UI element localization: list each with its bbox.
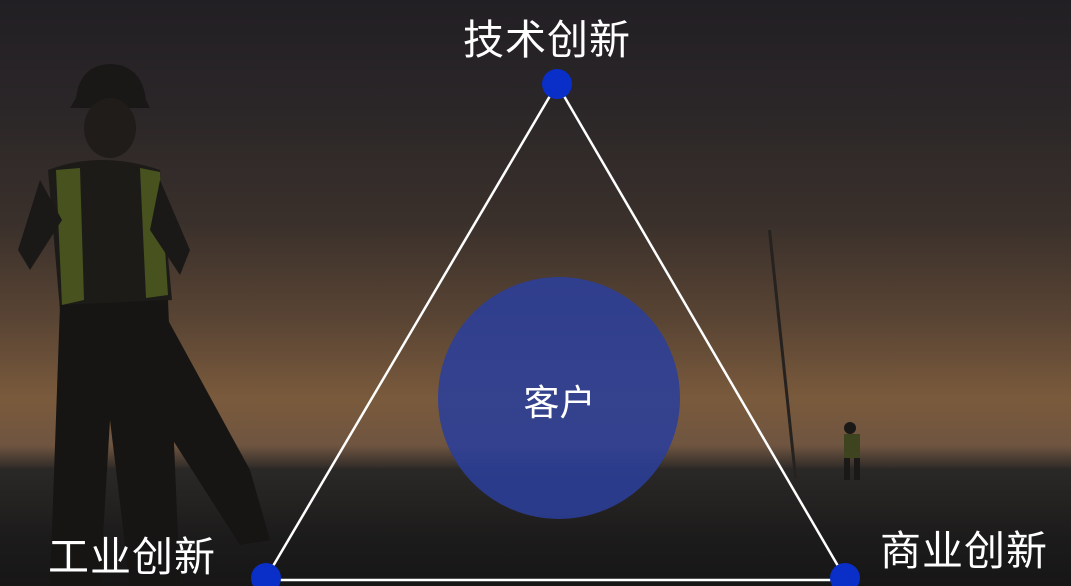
node-bottom-right <box>830 563 860 586</box>
center-circle <box>438 277 680 519</box>
worker-silhouette <box>18 64 270 586</box>
label-top: 技术创新 <box>463 16 631 64</box>
center-label-text: 客户 <box>523 382 596 424</box>
node-top <box>542 69 572 99</box>
edge-right <box>555 83 847 579</box>
label-bottom-left: 工业创新 <box>48 533 216 581</box>
edge-left <box>264 83 559 579</box>
center-label: 客户 <box>438 278 681 521</box>
distant-worker-silhouette <box>844 422 860 480</box>
label-bottom-right: 商业创新 <box>880 527 1048 575</box>
node-bottom-left <box>251 563 281 586</box>
